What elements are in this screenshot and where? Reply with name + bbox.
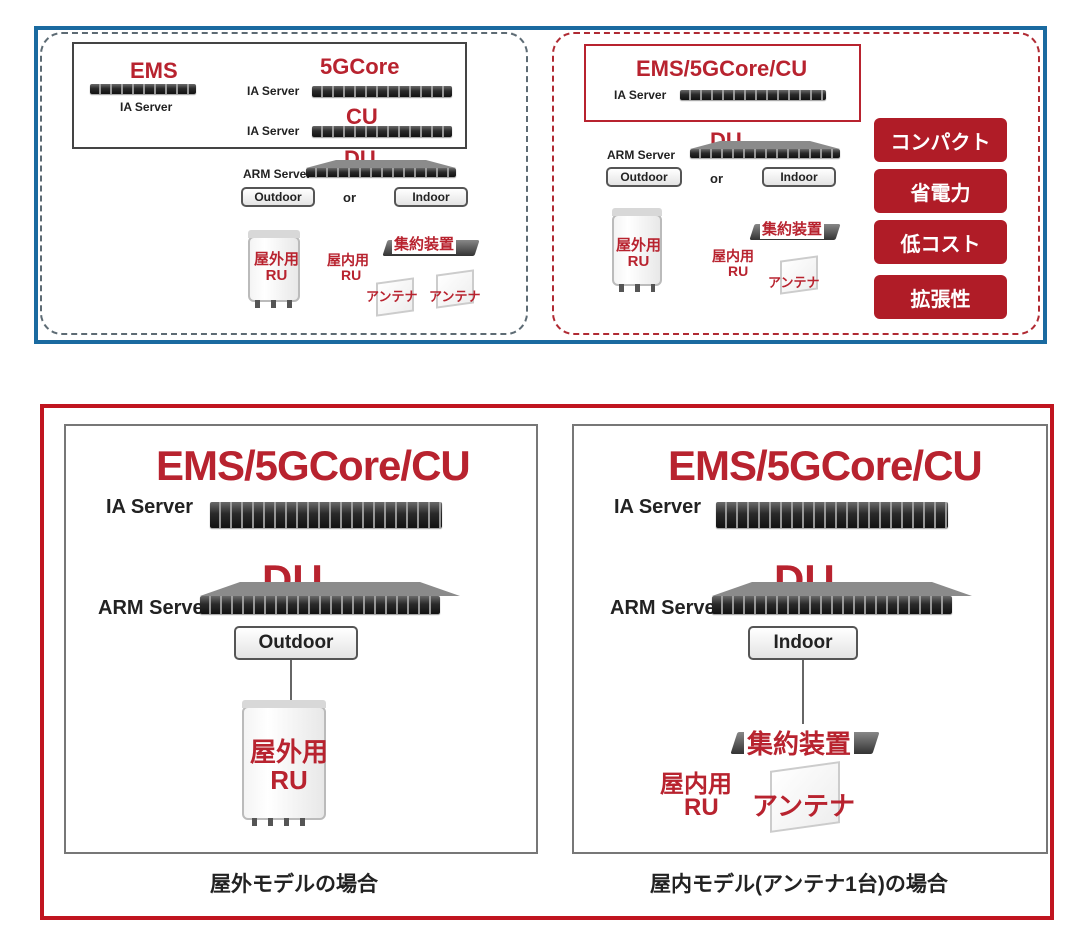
top-right-arm-server-label: ARM Server — [607, 148, 676, 162]
top-section-frame — [34, 26, 1047, 344]
feature-badge-scalability: 拡張性 — [874, 275, 1007, 319]
top-right-indoor-ru-label-2: RU — [728, 263, 749, 279]
bottom-left-outdoor-ru-feet — [252, 818, 316, 826]
bottom-right-arm-server-icon — [712, 596, 952, 614]
bottom-left-outdoor-tag: Outdoor — [234, 626, 358, 660]
bottom-right-indoor-ru-label-2: RU — [684, 794, 719, 821]
top-right-or-label: or — [710, 171, 723, 186]
top-left-ems-ia-server-label: IA Server — [120, 100, 173, 114]
top-right-panel — [552, 32, 1040, 335]
bottom-right-antenna-label: アンテナ — [752, 791, 855, 821]
top-right-arm-server-icon — [690, 149, 840, 158]
top-left-outdoor-ru-feet — [254, 300, 294, 308]
top-left-ems-label: EMS — [130, 58, 178, 83]
top-left-arm-server-icon — [306, 168, 456, 177]
top-left-cu-server-icon — [312, 126, 452, 137]
bottom-left-ia-server-label: IA Server — [106, 496, 194, 518]
top-left-indoor-text: Indoor — [412, 190, 450, 204]
top-right-outdoor-tag: Outdoor — [606, 167, 682, 187]
top-left-core-label: 5GCore — [320, 54, 400, 79]
feature-badge-low-cost: 低コスト — [874, 220, 1007, 264]
top-right-indoor-ru-label-1: 屋内用 — [712, 248, 754, 264]
bottom-right-aggregator-label: 集約装置 — [744, 724, 855, 761]
bottom-right-ems-core-cu-label: EMS/5GCore/CU — [668, 442, 983, 489]
bottom-left-outdoor-text: Outdoor — [258, 632, 334, 653]
feature-badge-power-saving: 省電力 — [874, 169, 1007, 213]
bottom-left-arm-server-label: ARM Server — [98, 597, 212, 619]
top-left-cu-label: CU — [346, 104, 378, 129]
bottom-right-connector-line — [802, 660, 804, 730]
bottom-section-frame — [40, 404, 1054, 920]
top-right-outdoor-ru-label: 屋外用 RU — [616, 237, 662, 270]
top-right-ia-server-label: IA Server — [614, 88, 667, 102]
top-left-outdoor-ru-label: 屋外用 RU — [254, 251, 300, 284]
top-left-ems-server-icon — [90, 84, 196, 94]
bottom-right-indoor-ru-label-1: 屋内用 — [660, 771, 732, 798]
top-left-antenna-2-label: アンテナ — [429, 289, 481, 304]
top-left-or-label: or — [343, 190, 356, 205]
top-left-indoor-tag: Indoor — [394, 187, 468, 207]
top-right-outdoor-ru-device — [612, 208, 662, 292]
bottom-right-ia-server-icon — [716, 502, 948, 528]
bottom-left-panel — [64, 424, 538, 854]
top-right-indoor-text: Indoor — [780, 170, 818, 184]
top-right-indoor-tag: Indoor — [762, 167, 836, 187]
bottom-left-arm-server-icon — [200, 596, 440, 614]
top-right-outdoor-text: Outdoor — [620, 170, 668, 184]
bottom-left-caption: 屋外モデルの場合 — [210, 873, 378, 896]
bottom-left-outdoor-ru-device — [242, 700, 326, 826]
top-right-arm-server-top-icon — [690, 141, 840, 149]
top-right-server-box — [584, 44, 861, 122]
top-right-antenna-label: アンテナ — [768, 275, 820, 290]
top-left-core-ia-server-label: IA Server — [247, 84, 300, 98]
top-left-indoor-ru-label-1: 屋内用 — [327, 252, 369, 268]
top-left-arm-server-label: ARM Server — [243, 167, 312, 181]
bottom-left-connector-line — [290, 660, 292, 700]
top-left-outdoor-ru-device — [248, 230, 300, 308]
top-left-antenna-1-label: アンテナ — [366, 289, 418, 304]
top-left-core-server-icon — [312, 86, 452, 97]
top-right-ems-core-cu-label: EMS/5GCore/CU — [636, 56, 808, 81]
bottom-left-ems-core-cu-label: EMS/5GCore/CU — [156, 442, 471, 489]
bottom-right-arm-server-top-icon — [712, 582, 972, 596]
feature-badge-compact: コンパクト — [874, 118, 1007, 162]
bottom-left-outdoor-ru-label: 屋外用 RU — [250, 737, 329, 795]
top-left-arm-server-top-icon — [306, 160, 456, 168]
top-left-outdoor-tag: Outdoor — [241, 187, 315, 207]
bottom-left-arm-server-top-icon — [200, 582, 460, 596]
bottom-right-ia-server-label: IA Server — [614, 496, 702, 518]
top-right-aggregator-label: 集約装置 — [760, 218, 825, 239]
top-left-aggregator-label: 集約装置 — [392, 233, 457, 254]
bottom-right-panel — [572, 424, 1048, 854]
bottom-right-indoor-tag: Indoor — [748, 626, 858, 660]
top-left-cu-ia-server-label: IA Server — [247, 124, 300, 138]
top-left-panel — [40, 32, 528, 335]
bottom-right-arm-server-label: ARM Server — [610, 597, 724, 619]
top-right-outdoor-ru-feet — [618, 284, 656, 292]
top-right-ia-server-icon — [680, 90, 826, 100]
bottom-right-caption: 屋内モデル(アンテナ1台)の場合 — [650, 873, 948, 896]
top-left-indoor-ru-label-2: RU — [341, 267, 362, 283]
top-left-outdoor-text: Outdoor — [254, 190, 302, 204]
bottom-right-indoor-text: Indoor — [773, 632, 833, 653]
bottom-left-ia-server-icon — [210, 502, 442, 528]
